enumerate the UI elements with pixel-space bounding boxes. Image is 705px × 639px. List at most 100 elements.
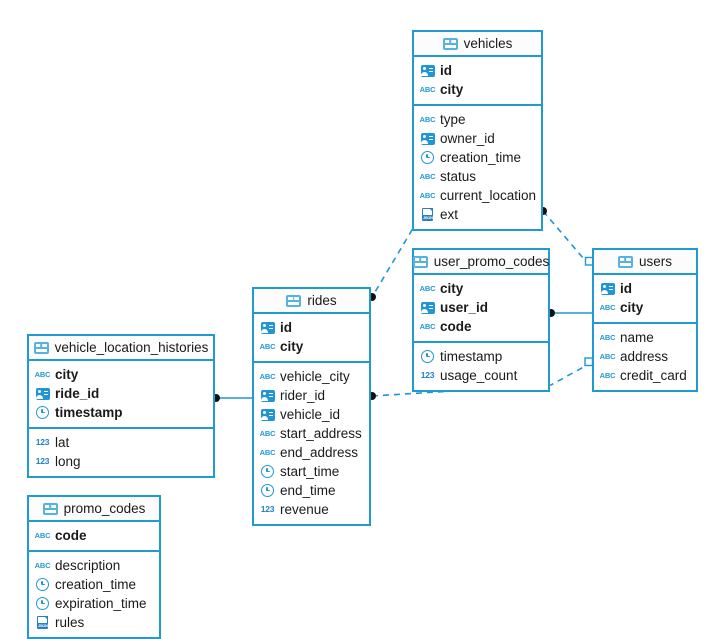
table-header-users[interactable]: users — [594, 250, 696, 275]
field-end_time[interactable]: end_time — [254, 481, 369, 500]
field-label: revenue — [280, 502, 329, 517]
json-document-icon: JSON — [420, 207, 435, 222]
field-label: user_id — [440, 300, 489, 315]
table-header-vehicles[interactable]: vehicles — [414, 32, 541, 57]
abc-string-icon: ABC — [34, 369, 51, 379]
abc-string-icon: ABC — [419, 84, 436, 94]
field-label: address — [620, 349, 669, 364]
field-creation_time[interactable]: creation_time — [29, 575, 159, 594]
field-label: city — [440, 82, 464, 97]
table-name: vehicle_location_histories — [54, 340, 209, 355]
field-label: city — [55, 367, 79, 382]
field-label: vehicle_id — [280, 407, 341, 422]
field-label: timestamp — [440, 349, 503, 364]
primary-key-field-city[interactable]: ABC city — [414, 80, 541, 99]
id-card-icon — [260, 388, 275, 403]
field-end_address[interactable]: ABC end_address — [254, 443, 369, 462]
primary-key-field-id[interactable]: id — [254, 318, 369, 337]
table-grid-icon — [412, 254, 428, 269]
field-label: owner_id — [440, 131, 495, 146]
field-label: lat — [55, 435, 70, 450]
field-rider_id[interactable]: rider_id — [254, 386, 369, 405]
primary-key-field-id[interactable]: id — [414, 61, 541, 80]
field-ext[interactable]: JSON ext — [414, 205, 541, 224]
abc-string-icon: ABC — [599, 370, 616, 380]
edge-vehicle-location-histories-rides — [212, 394, 252, 402]
primary-key-field-city[interactable]: ABC city — [29, 365, 213, 384]
field-label: status — [440, 169, 477, 184]
primary-key-field-timestamp[interactable]: timestamp — [29, 403, 213, 422]
field-creation_time[interactable]: creation_time — [414, 148, 541, 167]
field-owner_id[interactable]: owner_id — [414, 129, 541, 148]
field-label: creation_time — [440, 150, 522, 165]
table-header-rides[interactable]: rides — [254, 289, 369, 314]
abc-string-icon: ABC — [259, 447, 276, 457]
field-label: end_address — [280, 445, 359, 460]
abc-string-icon: ABC — [419, 190, 436, 200]
json-document-icon: JSON — [35, 615, 50, 630]
field-label: long — [55, 454, 81, 469]
abc-string-icon: ABC — [259, 341, 276, 351]
primary-key-field-ride_id[interactable]: ride_id — [29, 384, 213, 403]
123-number-icon: 123 — [35, 437, 50, 448]
field-label: rider_id — [280, 388, 326, 403]
field-start_time[interactable]: start_time — [254, 462, 369, 481]
primary-key-field-id[interactable]: id — [594, 279, 696, 298]
field-label: name — [620, 330, 654, 345]
clock-icon — [35, 577, 50, 592]
primary-key-field-user_id[interactable]: user_id — [414, 298, 548, 317]
field-label: usage_count — [440, 368, 518, 383]
field-label: ext — [440, 207, 459, 222]
table-header-vehicle_location_histories[interactable]: vehicle_location_histories — [29, 336, 213, 361]
id-card-icon — [600, 281, 615, 296]
abc-string-icon: ABC — [419, 283, 436, 293]
table-header-promo_codes[interactable]: promo_codes — [29, 497, 159, 522]
field-long[interactable]: 123 long — [29, 452, 213, 471]
table-grid-icon — [442, 36, 458, 51]
field-label: expiration_time — [55, 596, 147, 611]
field-expiration_time[interactable]: expiration_time — [29, 594, 159, 613]
primary-key-field-city[interactable]: ABC city — [414, 279, 548, 298]
table-name: rides — [307, 293, 337, 308]
field-lat[interactable]: 123 lat — [29, 433, 213, 452]
table-name: users — [638, 254, 672, 269]
clock-icon — [260, 483, 275, 498]
table-header-user_promo_codes[interactable]: user_promo_codes — [412, 250, 549, 275]
123-number-icon: 123 — [35, 456, 50, 467]
field-vehicle_id[interactable]: vehicle_id — [254, 405, 369, 424]
field-timestamp[interactable]: timestamp — [414, 347, 548, 366]
field-label: rules — [55, 615, 85, 630]
field-label: id — [440, 63, 452, 78]
clock-icon — [260, 464, 275, 479]
field-rules[interactable]: JSON rules — [29, 613, 159, 632]
edge-user-promo-codes-users — [547, 309, 592, 317]
field-label: city — [440, 281, 464, 296]
table-grid-icon — [617, 254, 633, 269]
